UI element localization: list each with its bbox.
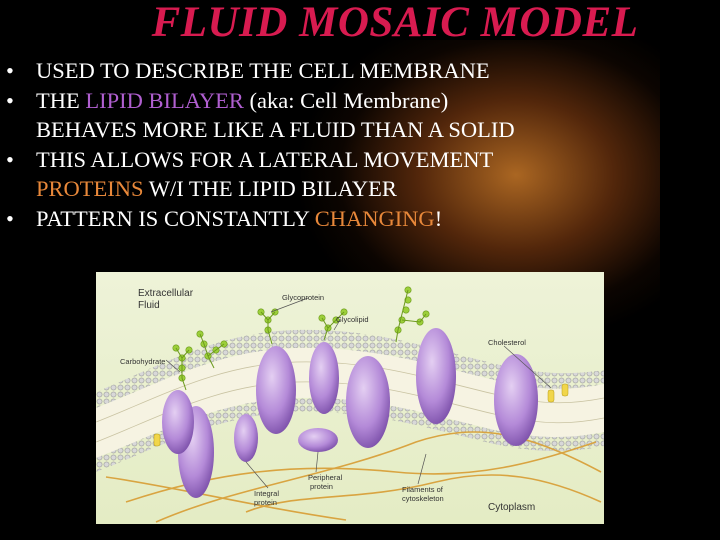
label-carbohydrate: Carbohydrate xyxy=(120,357,165,366)
label-extracellular-line-1: Extracellular xyxy=(138,288,194,299)
bullet-4-text-end: ! xyxy=(434,205,443,231)
bullet-dot: • xyxy=(6,87,14,113)
bullet-2-line-2: BEHAVES MORE LIKE A FLUID THAN A SOLID xyxy=(36,117,515,142)
cholesterol-molecules xyxy=(153,383,569,447)
bullet-4-text-start: PATTERN IS CONSTANTLY xyxy=(36,205,315,231)
label-integral-line-2: protein xyxy=(254,498,277,507)
bullet-3: • THIS ALLOWS FOR A LATERAL MOVEMENT PRO… xyxy=(6,145,706,204)
label-cholesterol: Cholesterol xyxy=(488,338,526,347)
label-peripheral-line-2: protein xyxy=(310,482,333,491)
carbohydrate-stems xyxy=(175,289,427,391)
integral-proteins xyxy=(162,328,538,498)
peripheral-protein-shape xyxy=(298,428,338,452)
bullet-4: • PATTERN IS CONSTANTLY CHANGING! xyxy=(6,204,706,234)
label-filaments-line-2: cytoskeleton xyxy=(402,494,444,503)
lipid-bilayer-highlight: LIPID BILAYER xyxy=(85,87,244,113)
fluid-mosaic-diagram: Extracellular Fluid Glycoprotein Glycoli… xyxy=(96,272,604,524)
label-peripheral-line-1: Peripheral xyxy=(308,473,343,482)
label-cytoplasm: Cytoplasm xyxy=(488,502,535,513)
label-extracellular-line-2: Fluid xyxy=(138,300,160,311)
bullet-dot: • xyxy=(6,58,14,83)
bullet-1: • USED TO DESCRIBE THE CELL MEMBRANE xyxy=(6,56,706,86)
bullet-3-line-2-rest: W/I THE LIPID BILAYER xyxy=(143,176,397,201)
bullet-2: • THE LIPID BILAYER (aka: Cell Membrane)… xyxy=(6,86,706,145)
bullet-2-text-start: THE xyxy=(36,87,86,113)
bullet-2-text-end: (aka: Cell Membrane) xyxy=(243,87,449,113)
label-filaments-line-1: Filaments of xyxy=(402,485,444,494)
lipid-tails xyxy=(96,347,604,458)
bullet-3-line-1: THIS ALLOWS FOR A LATERAL MOVEMENT xyxy=(36,146,494,172)
bullet-list: • USED TO DESCRIBE THE CELL MEMBRANE • T… xyxy=(6,56,706,233)
lipid-heads-bottom xyxy=(96,397,604,472)
label-glycolipid: Glycolipid xyxy=(336,315,369,324)
label-integral-line-1: Integral xyxy=(254,489,279,498)
label-leader-lines xyxy=(165,297,552,489)
lipid-heads-top xyxy=(96,329,604,408)
label-glycoprotein: Glycoprotein xyxy=(282,293,324,302)
proteins-highlight: PROTEINS xyxy=(36,176,144,201)
changing-highlight: CHANGING xyxy=(314,205,435,231)
bullet-dot: • xyxy=(6,205,14,231)
slide-title: FLUID MOSAIC MODEL xyxy=(151,0,639,46)
membrane-illustration: Extracellular Fluid Glycoprotein Glycoli… xyxy=(96,272,604,524)
bullet-dot: • xyxy=(6,146,14,172)
cytoskeleton-filaments xyxy=(105,431,602,523)
bullet-1-text: USED TO DESCRIBE THE CELL MEMBRANE xyxy=(36,58,490,83)
